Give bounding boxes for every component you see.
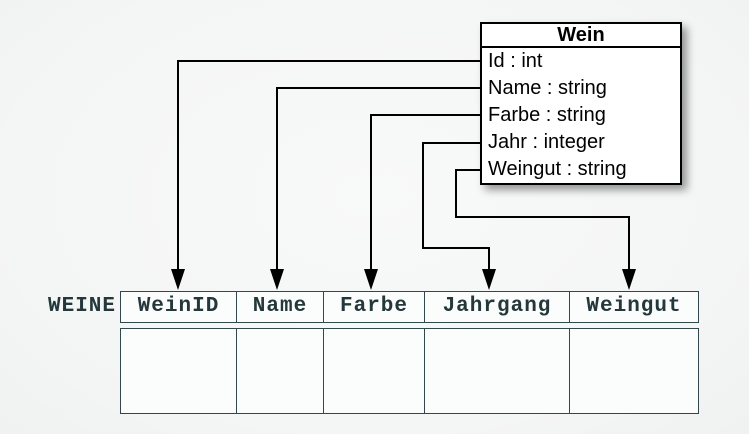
table-empty-cell bbox=[236, 329, 323, 413]
table-empty-cell bbox=[323, 329, 424, 413]
table-header-cell-name: Name bbox=[236, 292, 323, 322]
connector-id-to-weinid bbox=[177, 60, 480, 270]
table-header-cell-farbe: Farbe bbox=[323, 292, 424, 322]
uml-class-box-wein: Wein Id : int Name : string Farbe : stri… bbox=[480, 22, 682, 185]
table-header-cell-weingut: Weingut bbox=[569, 292, 698, 322]
class-attribute-weingut: Weingut : string bbox=[488, 158, 627, 180]
table-empty-cell bbox=[121, 329, 236, 413]
class-attribute-farbe: Farbe : string bbox=[488, 104, 606, 126]
class-attribute-name: Name : string bbox=[488, 77, 607, 99]
table-empty-cell bbox=[569, 329, 698, 413]
table-header-cell-weinid: WeinID bbox=[137, 295, 220, 318]
table-empty-cell bbox=[424, 329, 569, 413]
table-header-cell-jahrgang: Jahrgang bbox=[424, 292, 569, 322]
connector-farbe-to-farbe bbox=[370, 114, 480, 270]
table-empty-row bbox=[120, 328, 699, 414]
connector-weingut-to-weingut bbox=[455, 169, 630, 270]
arrowhead-name bbox=[270, 269, 284, 290]
class-title: Wein bbox=[482, 24, 680, 48]
table-name-label: WEINE bbox=[47, 295, 116, 318]
arrowhead-weinid bbox=[171, 269, 185, 290]
class-attribute-id: Id : int bbox=[488, 50, 543, 72]
table-header-row: WeinID Name Farbe Jahrgang Weingut bbox=[120, 291, 699, 323]
connector-name-to-name bbox=[276, 87, 480, 270]
arrowhead-weingut bbox=[622, 269, 636, 290]
arrowhead-jahrgang bbox=[482, 269, 496, 290]
class-attribute-jahr: Jahr : integer bbox=[488, 131, 605, 153]
arrowhead-farbe bbox=[364, 269, 378, 290]
